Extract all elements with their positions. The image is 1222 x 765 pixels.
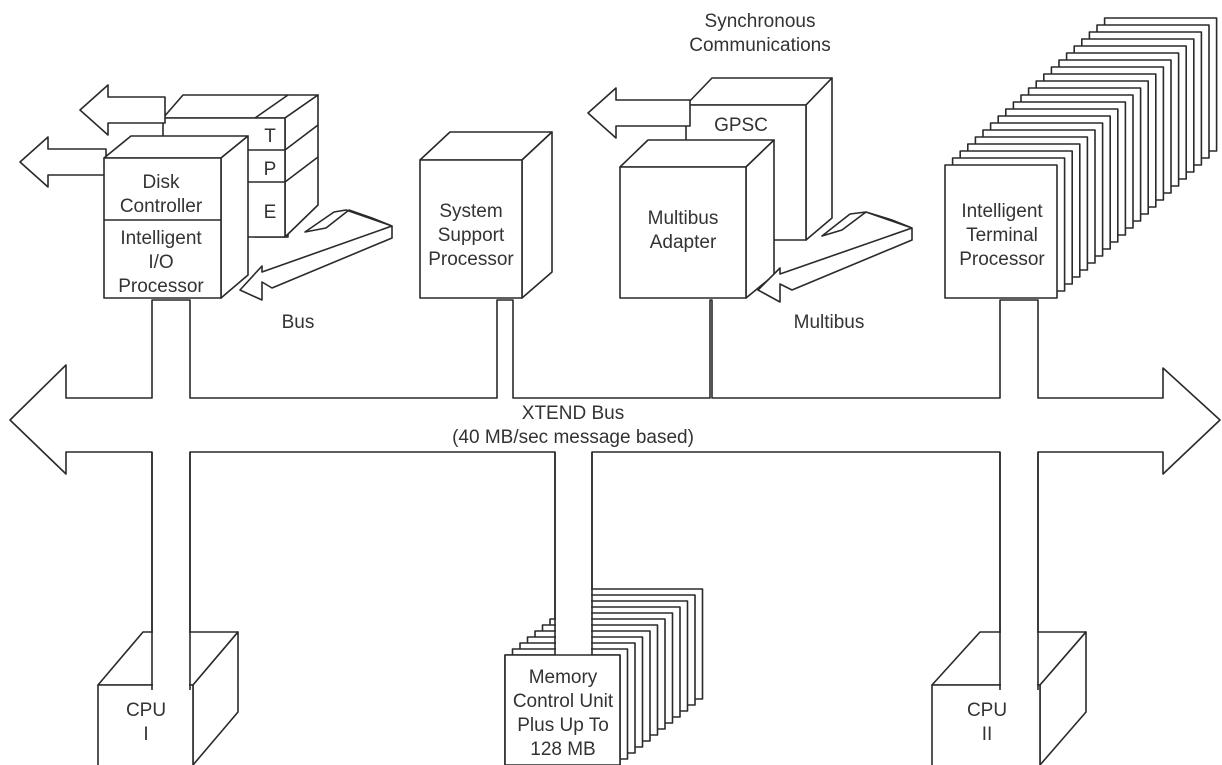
sync-comm-arrow xyxy=(587,87,691,139)
cpu-2-label-2: II xyxy=(982,724,993,745)
multibus-adapter-label-1: Multibus xyxy=(648,208,719,229)
multibus-adapter-label-2: Adapter xyxy=(650,232,717,253)
memory-stack xyxy=(504,452,704,765)
cpu-1-label-1: CPU xyxy=(126,700,166,721)
io-processor-label-1: Intelligent xyxy=(120,228,202,249)
disk-controller-label-1: Disk xyxy=(143,172,180,193)
bus-label: Bus xyxy=(282,312,315,333)
tape-letter-t: T xyxy=(264,126,276,147)
io-processor-label-3: Processor xyxy=(118,276,204,297)
memory-label-2: Control Unit xyxy=(513,691,614,712)
tape-letter-p: P xyxy=(264,159,277,180)
io-processor-box xyxy=(103,135,249,299)
io-processor-label-2: I/O xyxy=(148,252,173,273)
bus-ribbon-arrow xyxy=(239,209,393,301)
disk-controller-label-2: Controller xyxy=(120,196,203,217)
cpu-1-box xyxy=(97,631,239,765)
memory-label-3: Plus Up To xyxy=(517,715,609,736)
multibus-ribbon-arrow xyxy=(757,211,913,303)
tape-letter-e: E xyxy=(264,202,277,223)
terminal-processor-stack xyxy=(944,17,1218,299)
memory-label-1: Memory xyxy=(529,667,598,688)
cpu-2-label-1: CPU xyxy=(967,700,1007,721)
xtend-bus-sublabel: (40 MB/sec message based) xyxy=(452,427,694,448)
tape-output-arrow xyxy=(79,84,166,136)
system-support-label-3: Processor xyxy=(428,249,514,270)
disk-output-arrow xyxy=(19,136,107,188)
sync-comm-label-2: Communications xyxy=(689,35,831,56)
system-support-processor-box xyxy=(419,131,553,299)
system-support-label-1: System xyxy=(439,201,502,222)
memory-front-card xyxy=(504,654,621,765)
multibus-label: Multibus xyxy=(794,312,865,333)
memory-bus-stem xyxy=(556,452,591,662)
memory-label-4: 128 MB xyxy=(530,739,595,760)
xtend-bus-label: XTEND Bus xyxy=(522,403,624,424)
terminal-processor-label-3: Processor xyxy=(959,249,1045,270)
gpsc-label: GPSC xyxy=(714,115,768,136)
terminal-processor-label-1: Intelligent xyxy=(961,201,1043,222)
terminal-card xyxy=(944,164,1058,299)
cpu-1-label-2: I xyxy=(143,724,148,745)
system-support-label-2: Support xyxy=(438,225,505,246)
sync-comm-label-1: Synchronous xyxy=(705,11,816,32)
terminal-processor-label-2: Terminal xyxy=(966,225,1038,246)
xtend-bus-arrow xyxy=(9,299,1221,691)
